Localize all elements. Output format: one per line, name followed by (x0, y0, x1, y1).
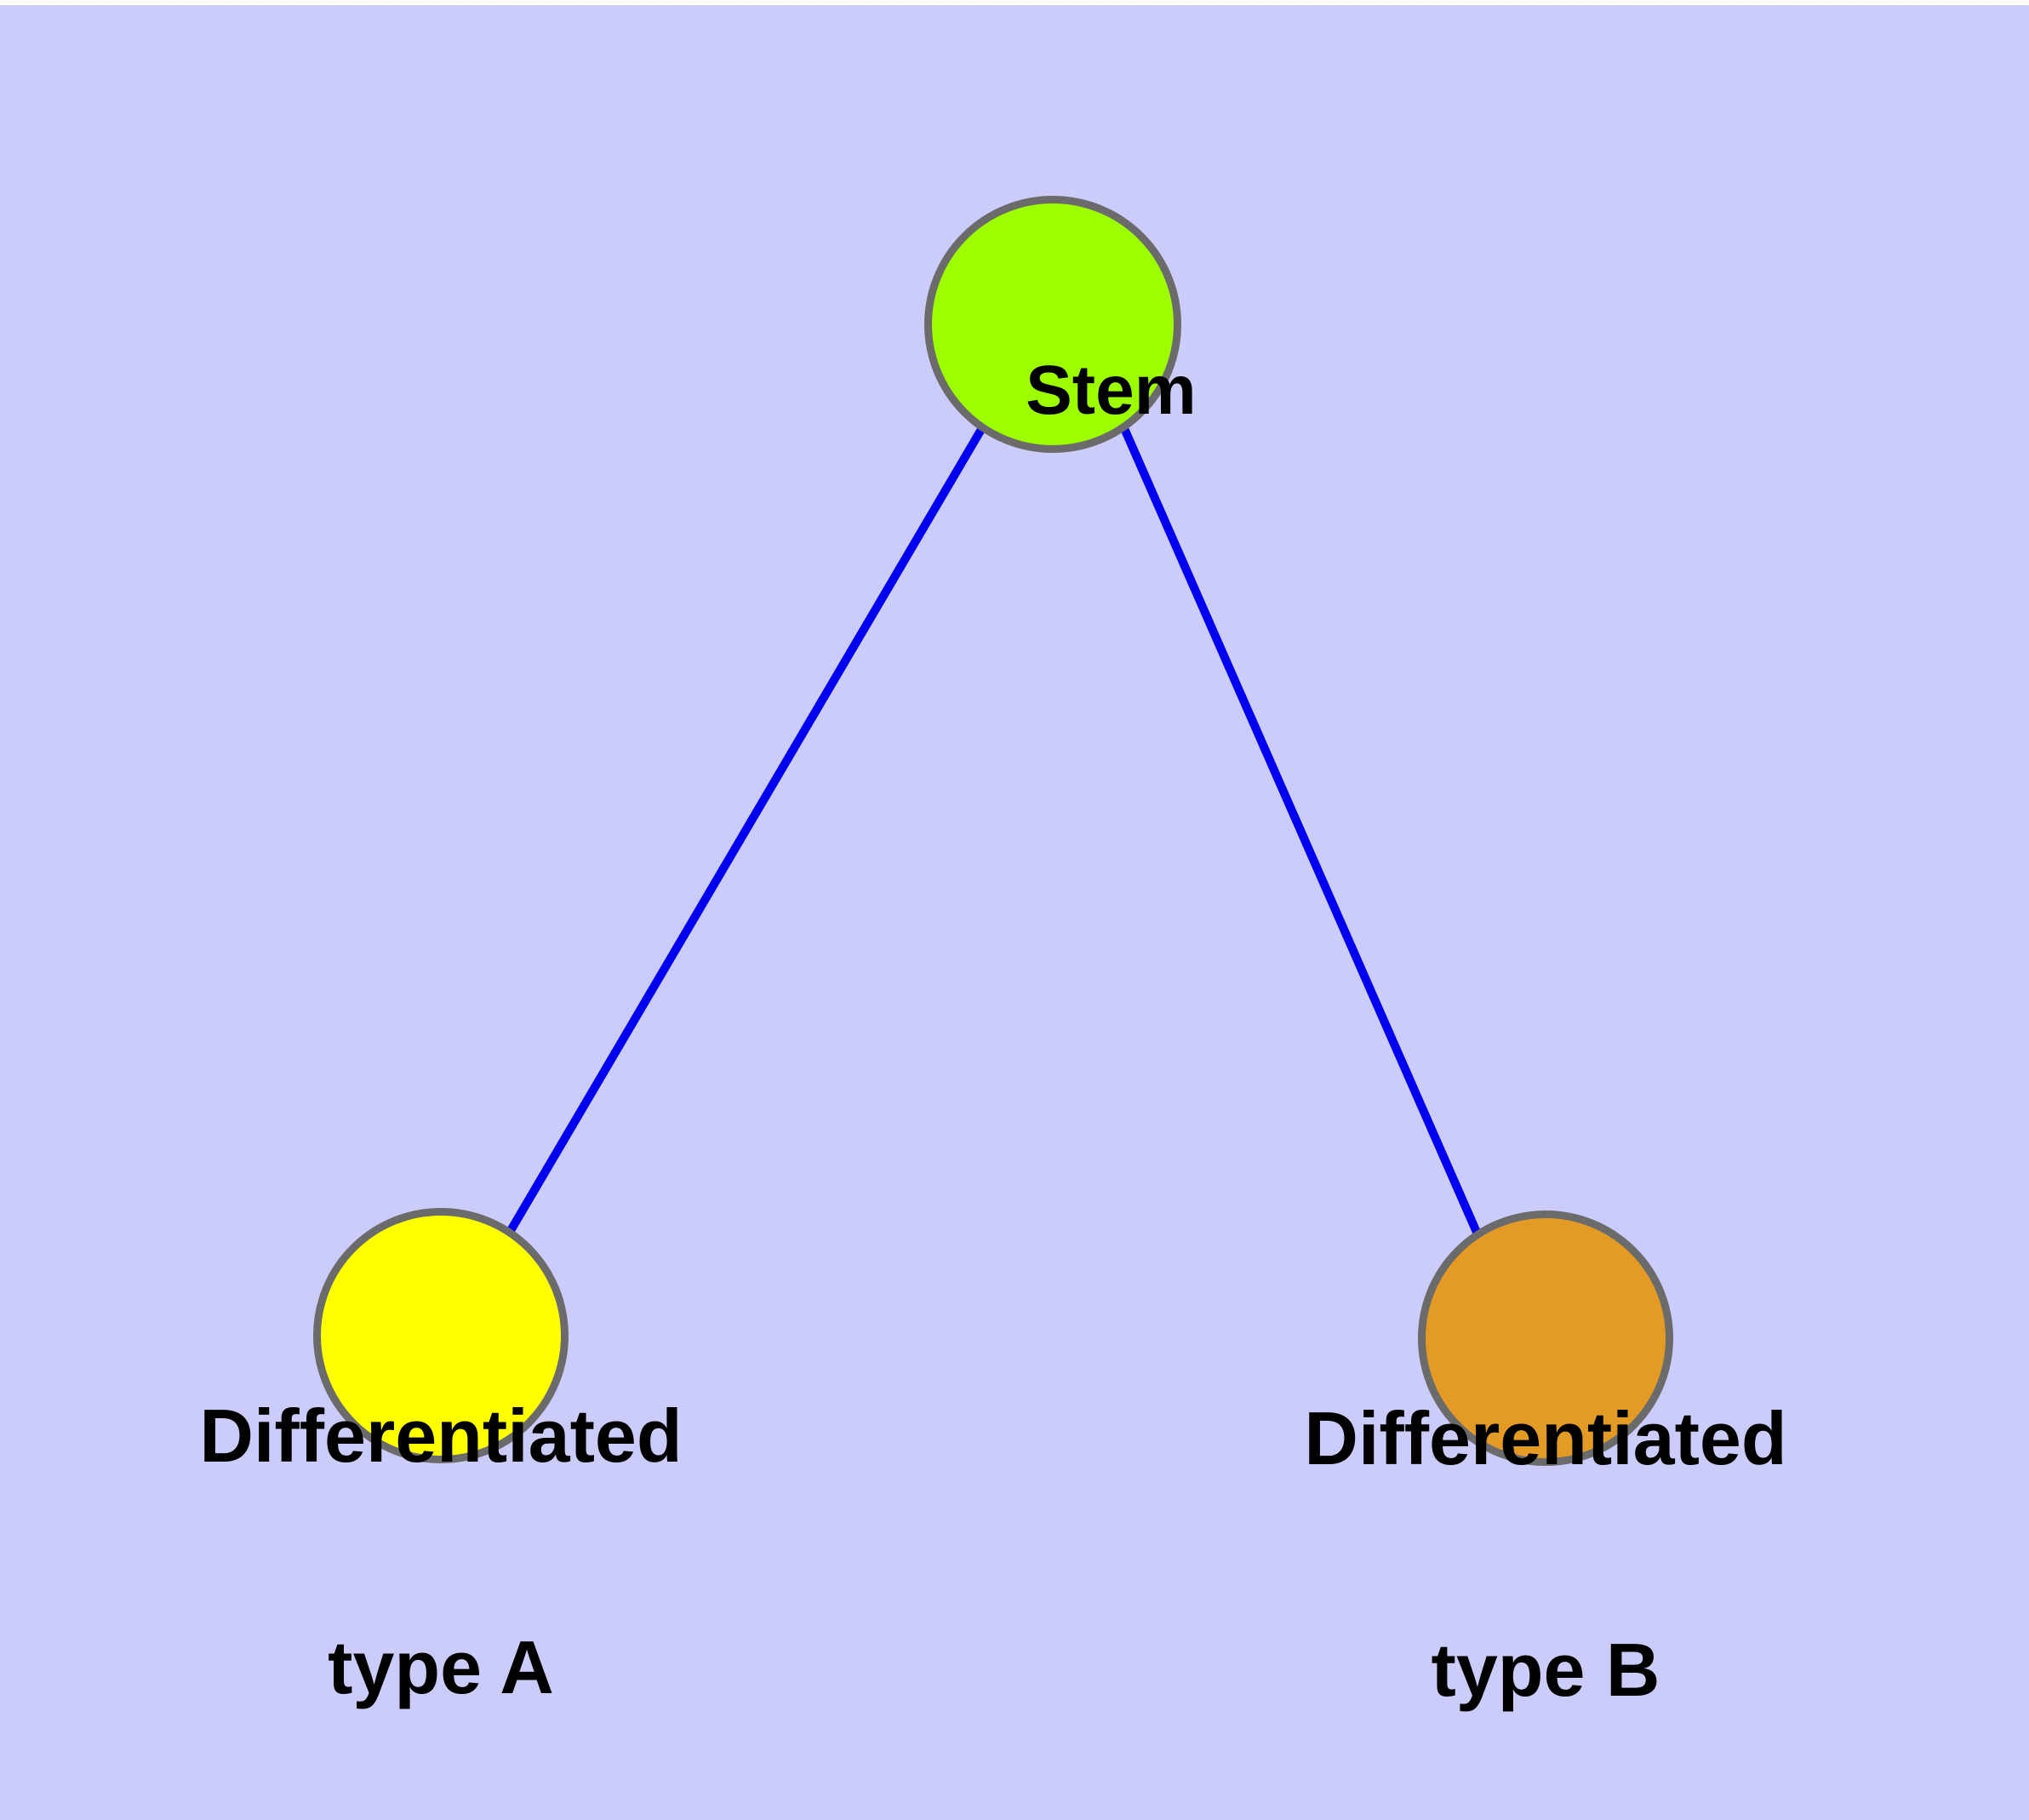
edge-stem-to-differentiated-type-b[interactable] (1119, 424, 1483, 1239)
graph-svg (313, 196, 1673, 1466)
node-layer (313, 196, 1673, 1466)
edge-stem-to-differentiated-type-a[interactable] (505, 424, 987, 1236)
node-differentiated-type-a[interactable] (313, 1208, 569, 1463)
diagram-canvas: Stem Differentiated type A Differentiate… (0, 5, 2029, 1820)
node-stem[interactable] (924, 196, 1181, 453)
node-differentiated-type-b[interactable] (1418, 1210, 1673, 1466)
edge-layer (505, 424, 1483, 1239)
